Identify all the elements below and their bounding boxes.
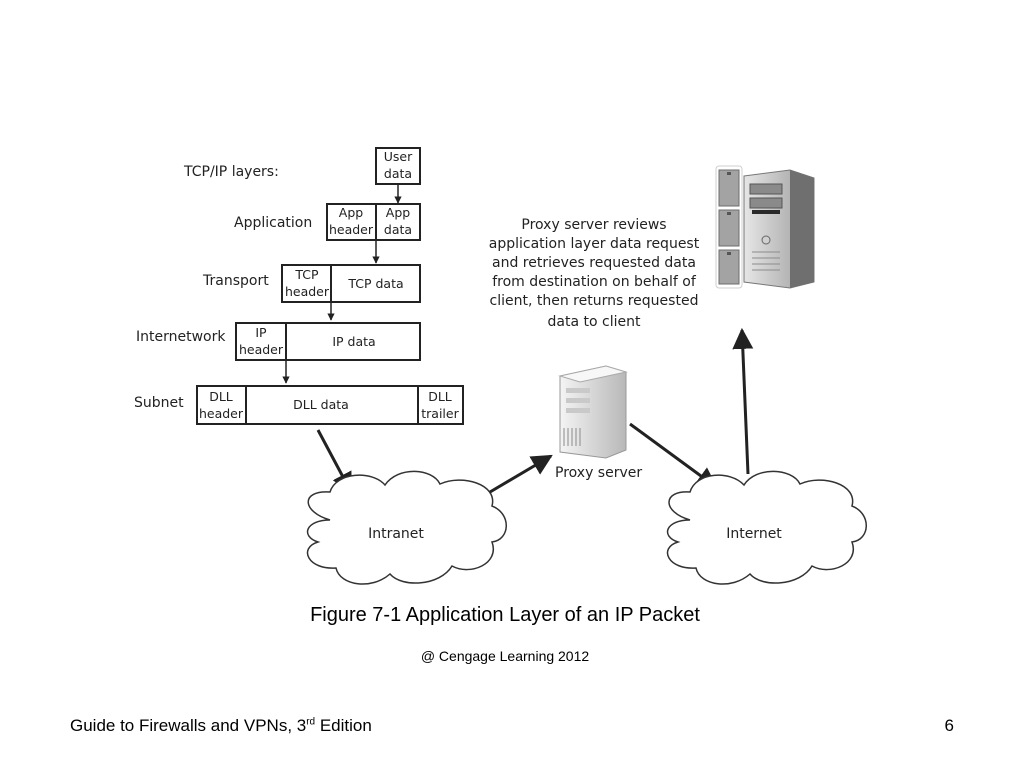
intranet-cloud: Intranet [306, 470, 507, 585]
svg-text:from destination on behalf of: from destination on behalf of [492, 274, 697, 290]
layer-subnet-label: Subnet [134, 395, 184, 411]
svg-text:header: header [199, 406, 244, 421]
ip-packet-diagram: TCP/IP layers: Application Transport Int… [134, 147, 867, 585]
ip-data-cell: IP data [332, 334, 375, 349]
svg-text:and retrieves requested data: and retrieves requested data [492, 255, 696, 271]
svg-text:Proxy server reviews: Proxy server reviews [521, 217, 666, 233]
proxy-server-label: Proxy server [555, 465, 642, 481]
svg-text:application layer data request: application layer data request [489, 236, 700, 252]
transport-row: TCP header TCP data [281, 264, 421, 303]
layer-application-label: Application [234, 215, 312, 231]
copyright-notice: @ Cengage Learning 2012 [420, 648, 590, 664]
ip-header-cell: IP [255, 325, 267, 340]
internet-label: Internet [726, 526, 782, 542]
app-data-cell: App [386, 205, 410, 220]
figure-caption: Figure 7-1 Application Layer of an IP Pa… [310, 604, 700, 626]
proxy-note: Proxy server reviews application layer d… [489, 217, 700, 330]
app-header-cell: App [339, 205, 363, 220]
svg-text:data: data [384, 166, 412, 181]
svg-text:data: data [384, 222, 412, 237]
dll-data-cell: DLL data [293, 397, 349, 412]
svg-text:header: header [239, 342, 284, 357]
internet-cloud: Internet [666, 470, 867, 585]
user-data-box: User data [375, 147, 421, 185]
svg-text:header: header [285, 284, 330, 299]
svg-text:User: User [384, 149, 413, 164]
tcp-header-cell: TCP [294, 267, 319, 282]
svg-text:trailer: trailer [421, 406, 459, 421]
arrow-internet-up [732, 327, 754, 475]
svg-text:data to client: data to client [548, 314, 641, 330]
application-row: App header App data [326, 203, 421, 241]
intranet-label: Intranet [368, 526, 424, 542]
subnet-row: DLL header DLL data DLL trailer [196, 385, 464, 425]
tcp-data-cell: TCP data [347, 276, 403, 291]
layer-transport-label: Transport [202, 273, 269, 289]
internetwork-row: IP header IP data [235, 322, 421, 361]
footer-title: Guide to Firewalls and VPNs, 3rd Edition [70, 716, 372, 735]
arrow-intranet-to-proxy [489, 454, 553, 494]
server-rack-icon [715, 165, 743, 289]
arrow-proxy-to-internet [629, 422, 718, 489]
proxy-server-icon [558, 365, 628, 459]
server-tower-icon [743, 169, 815, 289]
dll-header-cell: DLL [209, 389, 233, 404]
layers-heading: TCP/IP layers: [183, 164, 279, 180]
svg-text:header: header [329, 222, 374, 237]
page-number: 6 [944, 716, 954, 735]
layer-internetwork-label: Internetwork [136, 329, 226, 345]
svg-text:client, then returns requested: client, then returns requested [490, 293, 699, 309]
dll-trailer-cell: DLL [428, 389, 452, 404]
